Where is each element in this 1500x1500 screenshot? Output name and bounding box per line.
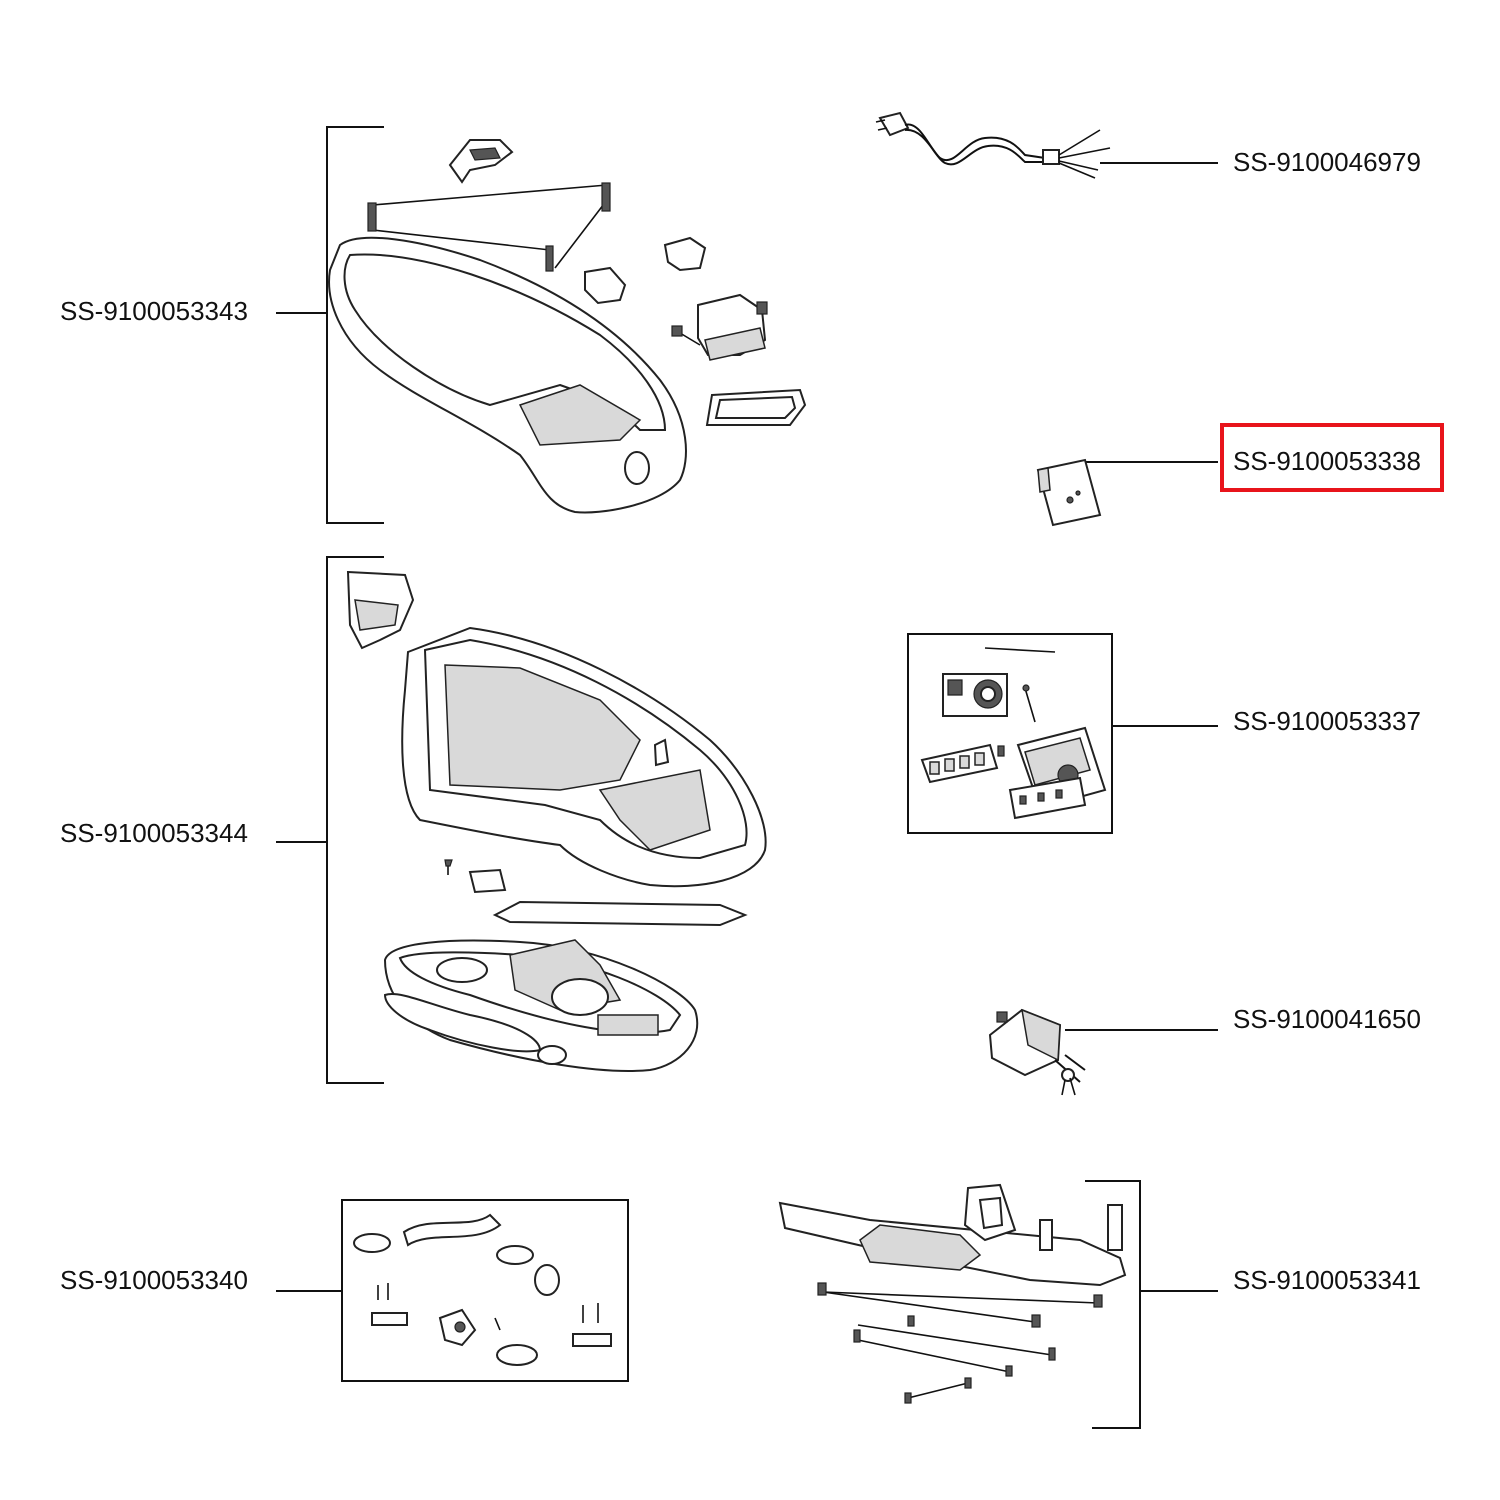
part-label-ss-9100041650[interactable]: SS-9100041650 — [1233, 1004, 1421, 1034]
part-label-ss-9100053340[interactable]: SS-9100053340 — [60, 1265, 248, 1295]
part-label-ss-9100046979[interactable]: SS-9100046979 — [1233, 147, 1421, 177]
part-label-ss-9100053341[interactable]: SS-9100053341 — [1233, 1265, 1421, 1295]
hose-clamp-kit-drawing — [341, 1199, 629, 1382]
selected-part-highlight-box — [1220, 423, 1444, 492]
part-label-ss-9100053343[interactable]: SS-9100053343 — [60, 296, 248, 326]
base-housing-assembly-drawing — [346, 570, 767, 1072]
top-cover-assembly-drawing — [328, 139, 807, 514]
part-label-ss-9100053344[interactable]: SS-9100053344 — [60, 818, 248, 848]
leader-lines — [276, 126, 1218, 1429]
power-cord-drawing — [875, 111, 1111, 179]
control-kit-drawing — [907, 633, 1113, 834]
base-plate-drawing — [778, 1183, 1127, 1404]
circuit-board-drawing — [1036, 458, 1102, 527]
part-label-ss-9100053337[interactable]: SS-9100053337 — [1233, 706, 1421, 736]
pump-drawing — [988, 1008, 1086, 1096]
part-label-ss-9100053338[interactable]: SS-9100053338 — [1233, 446, 1421, 476]
